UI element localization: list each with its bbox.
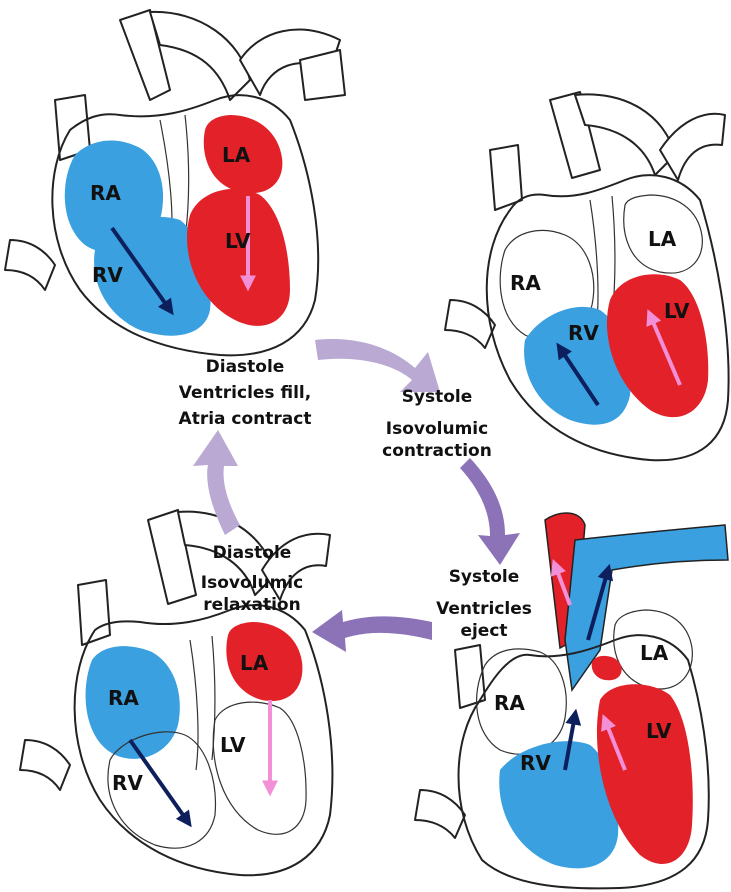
ra-label: RA xyxy=(108,686,139,710)
phase-line: contraction xyxy=(382,441,492,461)
ra-label: RA xyxy=(510,271,541,295)
phase-caption-systole-eject: Systole Ventricles eject xyxy=(436,567,532,641)
lv-label: LV xyxy=(225,229,251,253)
ra-label: RA xyxy=(494,691,525,715)
heart-diastole-fill: RA RV LA LV xyxy=(5,10,345,355)
la-label: LA xyxy=(648,227,677,251)
rv-label: RV xyxy=(520,751,551,775)
phase-line: relaxation xyxy=(203,595,300,615)
phase-line: Ventricles fill, xyxy=(179,383,311,403)
phase-caption-diastole-relax: Diastole Isovolumic relaxation xyxy=(201,543,303,615)
heart-diastole-relax: RA RV LA LV xyxy=(20,510,332,875)
la-label: LA xyxy=(640,641,669,665)
phase-line: Isovolumic xyxy=(201,573,303,593)
ra-label: RA xyxy=(90,181,121,205)
rv-label: RV xyxy=(112,771,143,795)
phase-title: Systole xyxy=(402,387,473,407)
phase-line: eject xyxy=(460,621,507,641)
phase-caption-diastole-fill: Diastole Ventricles fill, Atria contract xyxy=(179,357,312,429)
la-label: LA xyxy=(222,143,251,167)
phase-line: Atria contract xyxy=(179,409,312,429)
heart-systole-isovolumic: RA RV LA LV xyxy=(445,92,729,460)
phase-line: Isovolumic xyxy=(386,419,488,439)
lv-label: LV xyxy=(220,733,246,757)
lv-label: LV xyxy=(664,299,690,323)
phase-line: Ventricles xyxy=(436,599,532,619)
cycle-arrow-icon xyxy=(315,339,440,392)
pulmonary-artery-fill xyxy=(565,525,728,690)
phase-title: Diastole xyxy=(213,543,292,563)
rv-label: RV xyxy=(92,263,123,287)
lv-label: LV xyxy=(646,719,672,743)
cycle-arrow-icon xyxy=(460,458,520,565)
phase-title: Diastole xyxy=(206,357,285,377)
la-label: LA xyxy=(240,651,269,675)
phase-caption-systole-isovolumic: Systole Isovolumic contraction xyxy=(382,387,492,461)
rv-label: RV xyxy=(568,321,599,345)
cycle-arrow-icon xyxy=(312,610,432,652)
phase-title: Systole xyxy=(449,567,520,587)
